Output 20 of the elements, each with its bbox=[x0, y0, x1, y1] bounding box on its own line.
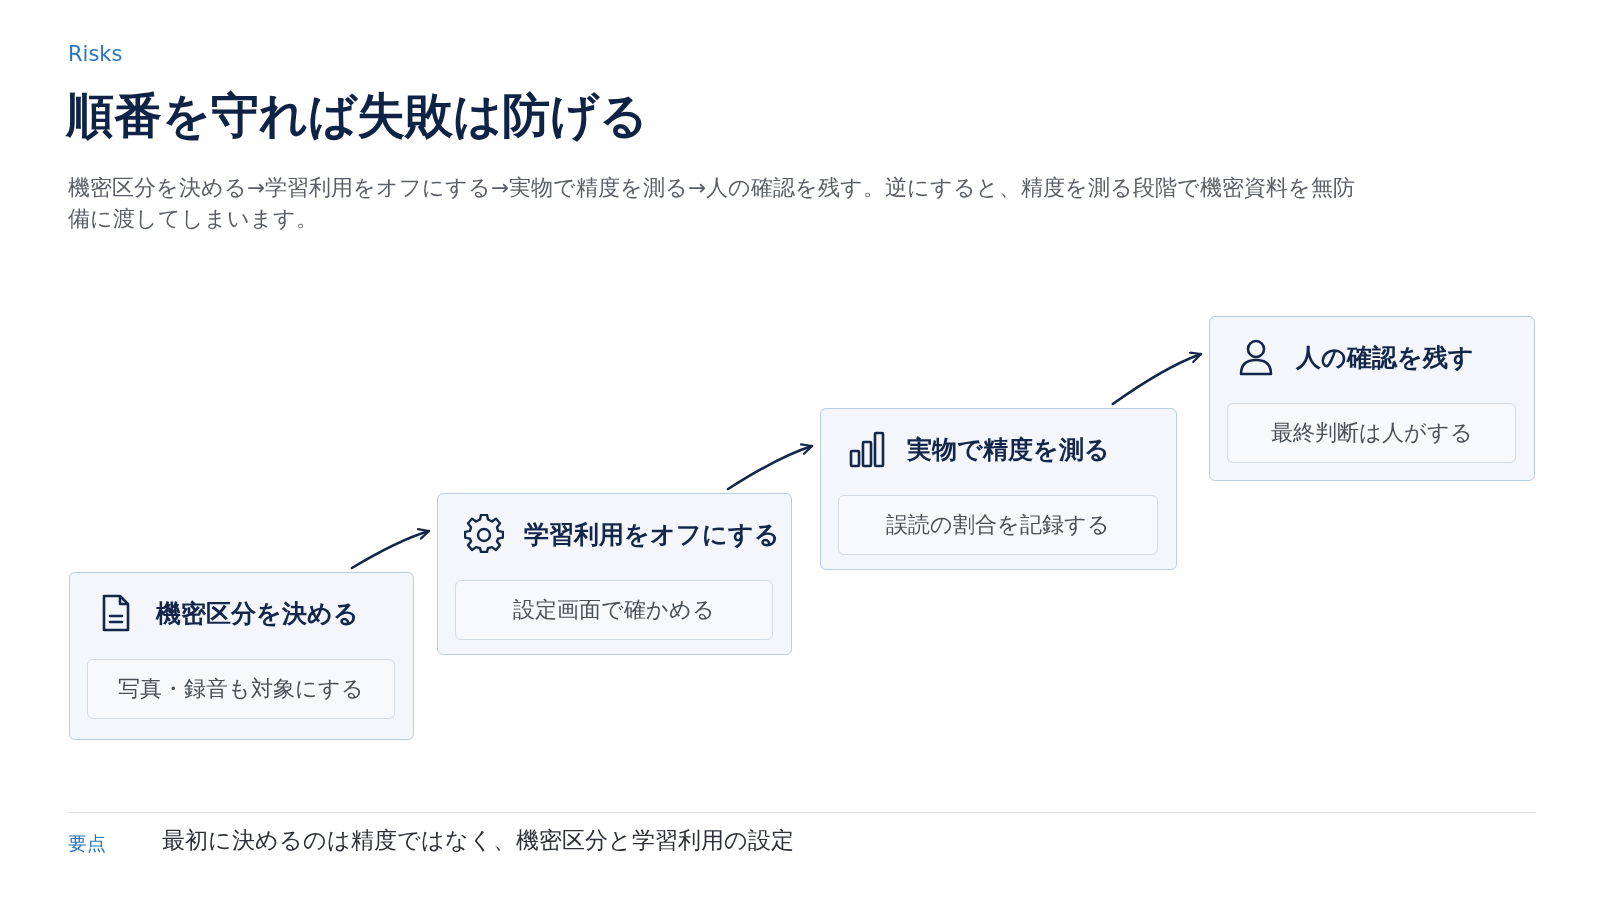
key-point-label: 要点 bbox=[68, 831, 106, 856]
arrow bbox=[350, 528, 431, 570]
step-heading: 実物で精度を測る bbox=[907, 433, 1110, 466]
step-heading: 機密区分を決める bbox=[156, 597, 359, 630]
detail-box: 最終判断は人がする bbox=[1227, 403, 1516, 463]
step-card bbox=[69, 572, 414, 740]
description: 機密区分を決める→学習利用をオフにする→実物で精度を測る→人の確認を残す。逆にすると、精度を測る段階で機密資料を無防備に渡してしまいます。 bbox=[68, 174, 1357, 233]
step-heading: 学習利用をオフにする bbox=[524, 518, 780, 551]
detail-box: 誤読の割合を記録する bbox=[838, 495, 1158, 555]
detail-box: 写真・録音も対象にする bbox=[87, 659, 395, 719]
step-card bbox=[437, 493, 792, 655]
step-card bbox=[820, 408, 1177, 570]
step-card bbox=[1209, 316, 1535, 481]
section-label: Risks bbox=[68, 42, 123, 66]
step-heading: 人の確認を残す bbox=[1296, 341, 1474, 374]
title: 順番を守れば失敗は防げる bbox=[66, 86, 648, 145]
arrow bbox=[1111, 351, 1203, 406]
arrow bbox=[726, 443, 814, 491]
key-point-text: 最初に決めるのは精度ではなく、機密区分と学習利用の設定 bbox=[162, 826, 794, 855]
detail-box: 設定画面で確かめる bbox=[455, 580, 773, 640]
